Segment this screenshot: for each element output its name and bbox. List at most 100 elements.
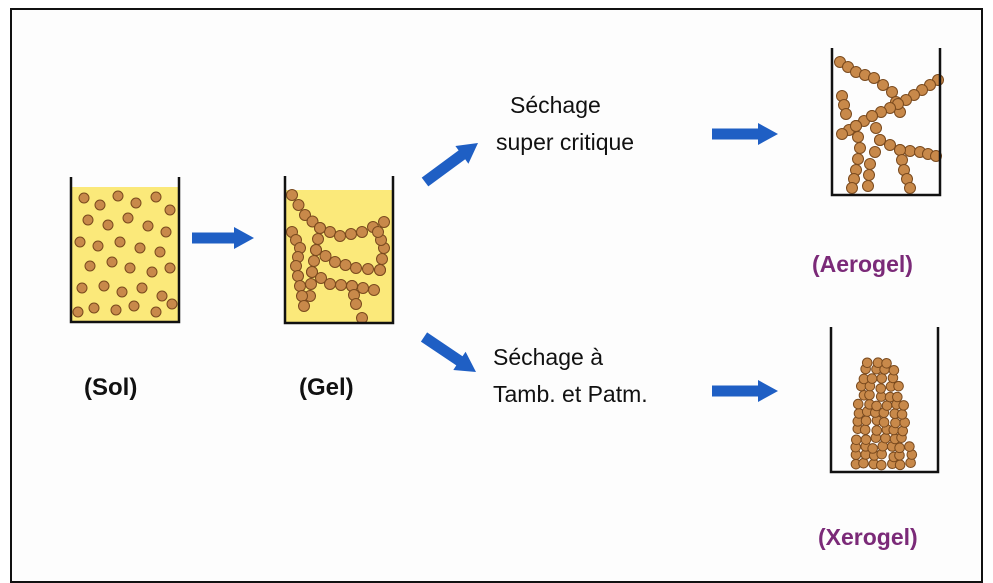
sol-particle	[134, 242, 146, 254]
process-arrows	[192, 123, 778, 402]
sol-particle	[82, 214, 94, 226]
gel-particle	[298, 300, 310, 312]
xerogel-particle	[896, 409, 908, 420]
gel-particle	[294, 280, 306, 292]
arrow-gel-to-ambient	[420, 332, 476, 372]
xerogel-particle	[876, 373, 888, 384]
sol-particle	[122, 212, 134, 224]
sol-particle	[130, 197, 142, 209]
xerogel-container	[829, 327, 940, 474]
sol-particle	[114, 236, 126, 248]
aerogel-particle	[868, 72, 880, 84]
aerogel-particle	[866, 110, 878, 122]
gel-label: (Gel)	[299, 374, 354, 401]
gel-beaker	[283, 176, 395, 325]
aerogel-label: (Aerogel)	[812, 251, 913, 277]
diagram-stage: (Sol) (Gel) Séchage super critique Sécha…	[10, 8, 983, 583]
aerogel-particle	[896, 154, 908, 166]
xerogel-particle	[893, 380, 904, 392]
sol-particle	[164, 262, 176, 274]
aerogel-beaker	[830, 48, 942, 197]
sol-particle	[94, 199, 106, 211]
gel-particle	[312, 233, 324, 245]
sol-particle	[166, 298, 178, 310]
gel-particle	[308, 255, 320, 267]
gel-particle	[299, 209, 311, 221]
aerogel-particle	[877, 79, 889, 91]
sol-particle	[98, 280, 110, 292]
sol-particle	[106, 256, 118, 268]
gel-particle	[314, 222, 326, 234]
aerogel-container	[830, 48, 944, 197]
gel-particle	[315, 272, 327, 284]
sol-particle	[136, 282, 148, 294]
aerogel-particle	[886, 86, 898, 98]
sol-particle	[92, 240, 104, 252]
sol-particle	[116, 286, 128, 298]
xerogel-particle	[888, 364, 900, 376]
xerogel-particle	[864, 389, 875, 401]
gel-particle	[290, 260, 302, 272]
sol-beaker	[69, 177, 181, 324]
aerogel-particle	[854, 142, 866, 154]
gel-particle	[339, 259, 352, 271]
sol-container	[69, 177, 181, 324]
aerogel-particle	[850, 120, 862, 132]
gel-particle	[292, 270, 304, 282]
sol-particle	[164, 204, 176, 216]
gel-particle	[357, 282, 369, 294]
xerogel-particle	[858, 457, 869, 469]
arrow-to-aerogel	[712, 123, 778, 145]
aerogel-particle-network	[834, 56, 944, 194]
sol-particle	[76, 282, 88, 294]
gel-particle	[329, 256, 341, 268]
xerogel-particle	[904, 441, 915, 452]
gel-particle	[368, 284, 380, 296]
supercritical-drying-label-line1: Séchage	[510, 92, 601, 118]
sol-particle	[146, 266, 158, 278]
aerogel-particle	[874, 134, 886, 146]
xerogel-particle	[898, 400, 910, 411]
gel-particle	[324, 278, 336, 290]
gel-particle	[374, 264, 386, 276]
aerogel-particle	[894, 144, 906, 156]
aerogel-particle	[840, 108, 852, 120]
gel-particle	[335, 279, 347, 291]
xerogel-particle	[852, 398, 864, 410]
gel-particle-network	[286, 189, 390, 324]
gel-container	[283, 176, 395, 325]
aerogel-particle	[862, 180, 874, 192]
aerogel-particle	[836, 128, 848, 140]
gel-particle	[356, 226, 368, 238]
sol-particle	[154, 246, 166, 258]
sol-particle	[88, 302, 100, 314]
aerogel-particle	[904, 145, 916, 157]
xerogel-particle	[859, 424, 871, 436]
xerogel-particle	[894, 442, 905, 454]
aerogel-particle	[870, 122, 882, 134]
xerogel-particle	[867, 443, 878, 454]
ambient-drying-label-line1: Séchage à	[493, 344, 603, 370]
sol-particle	[128, 300, 140, 312]
xerogel-particle	[875, 383, 887, 394]
xerogel-beaker	[829, 327, 940, 474]
aerogel-particle	[869, 146, 881, 158]
xerogel-particle	[871, 425, 883, 436]
xerogel-particle	[851, 434, 862, 446]
sol-particle	[150, 191, 162, 203]
gel-particle	[306, 266, 318, 278]
sol-particle	[78, 192, 90, 204]
aerogel-particle	[852, 131, 864, 143]
gel-particle	[372, 226, 384, 238]
sol-particle	[72, 306, 84, 318]
sol-particle	[74, 236, 86, 248]
gel-particle	[292, 199, 305, 211]
sol-particle	[142, 220, 154, 232]
xerogel-particle-pile	[850, 357, 918, 471]
xerogel-particle	[860, 415, 872, 427]
aerogel-particle	[884, 139, 896, 151]
gel-particle	[305, 278, 317, 290]
sol-particle	[124, 262, 136, 274]
arrow-sol-to-gel	[192, 227, 254, 249]
xerogel-particle	[890, 417, 901, 429]
